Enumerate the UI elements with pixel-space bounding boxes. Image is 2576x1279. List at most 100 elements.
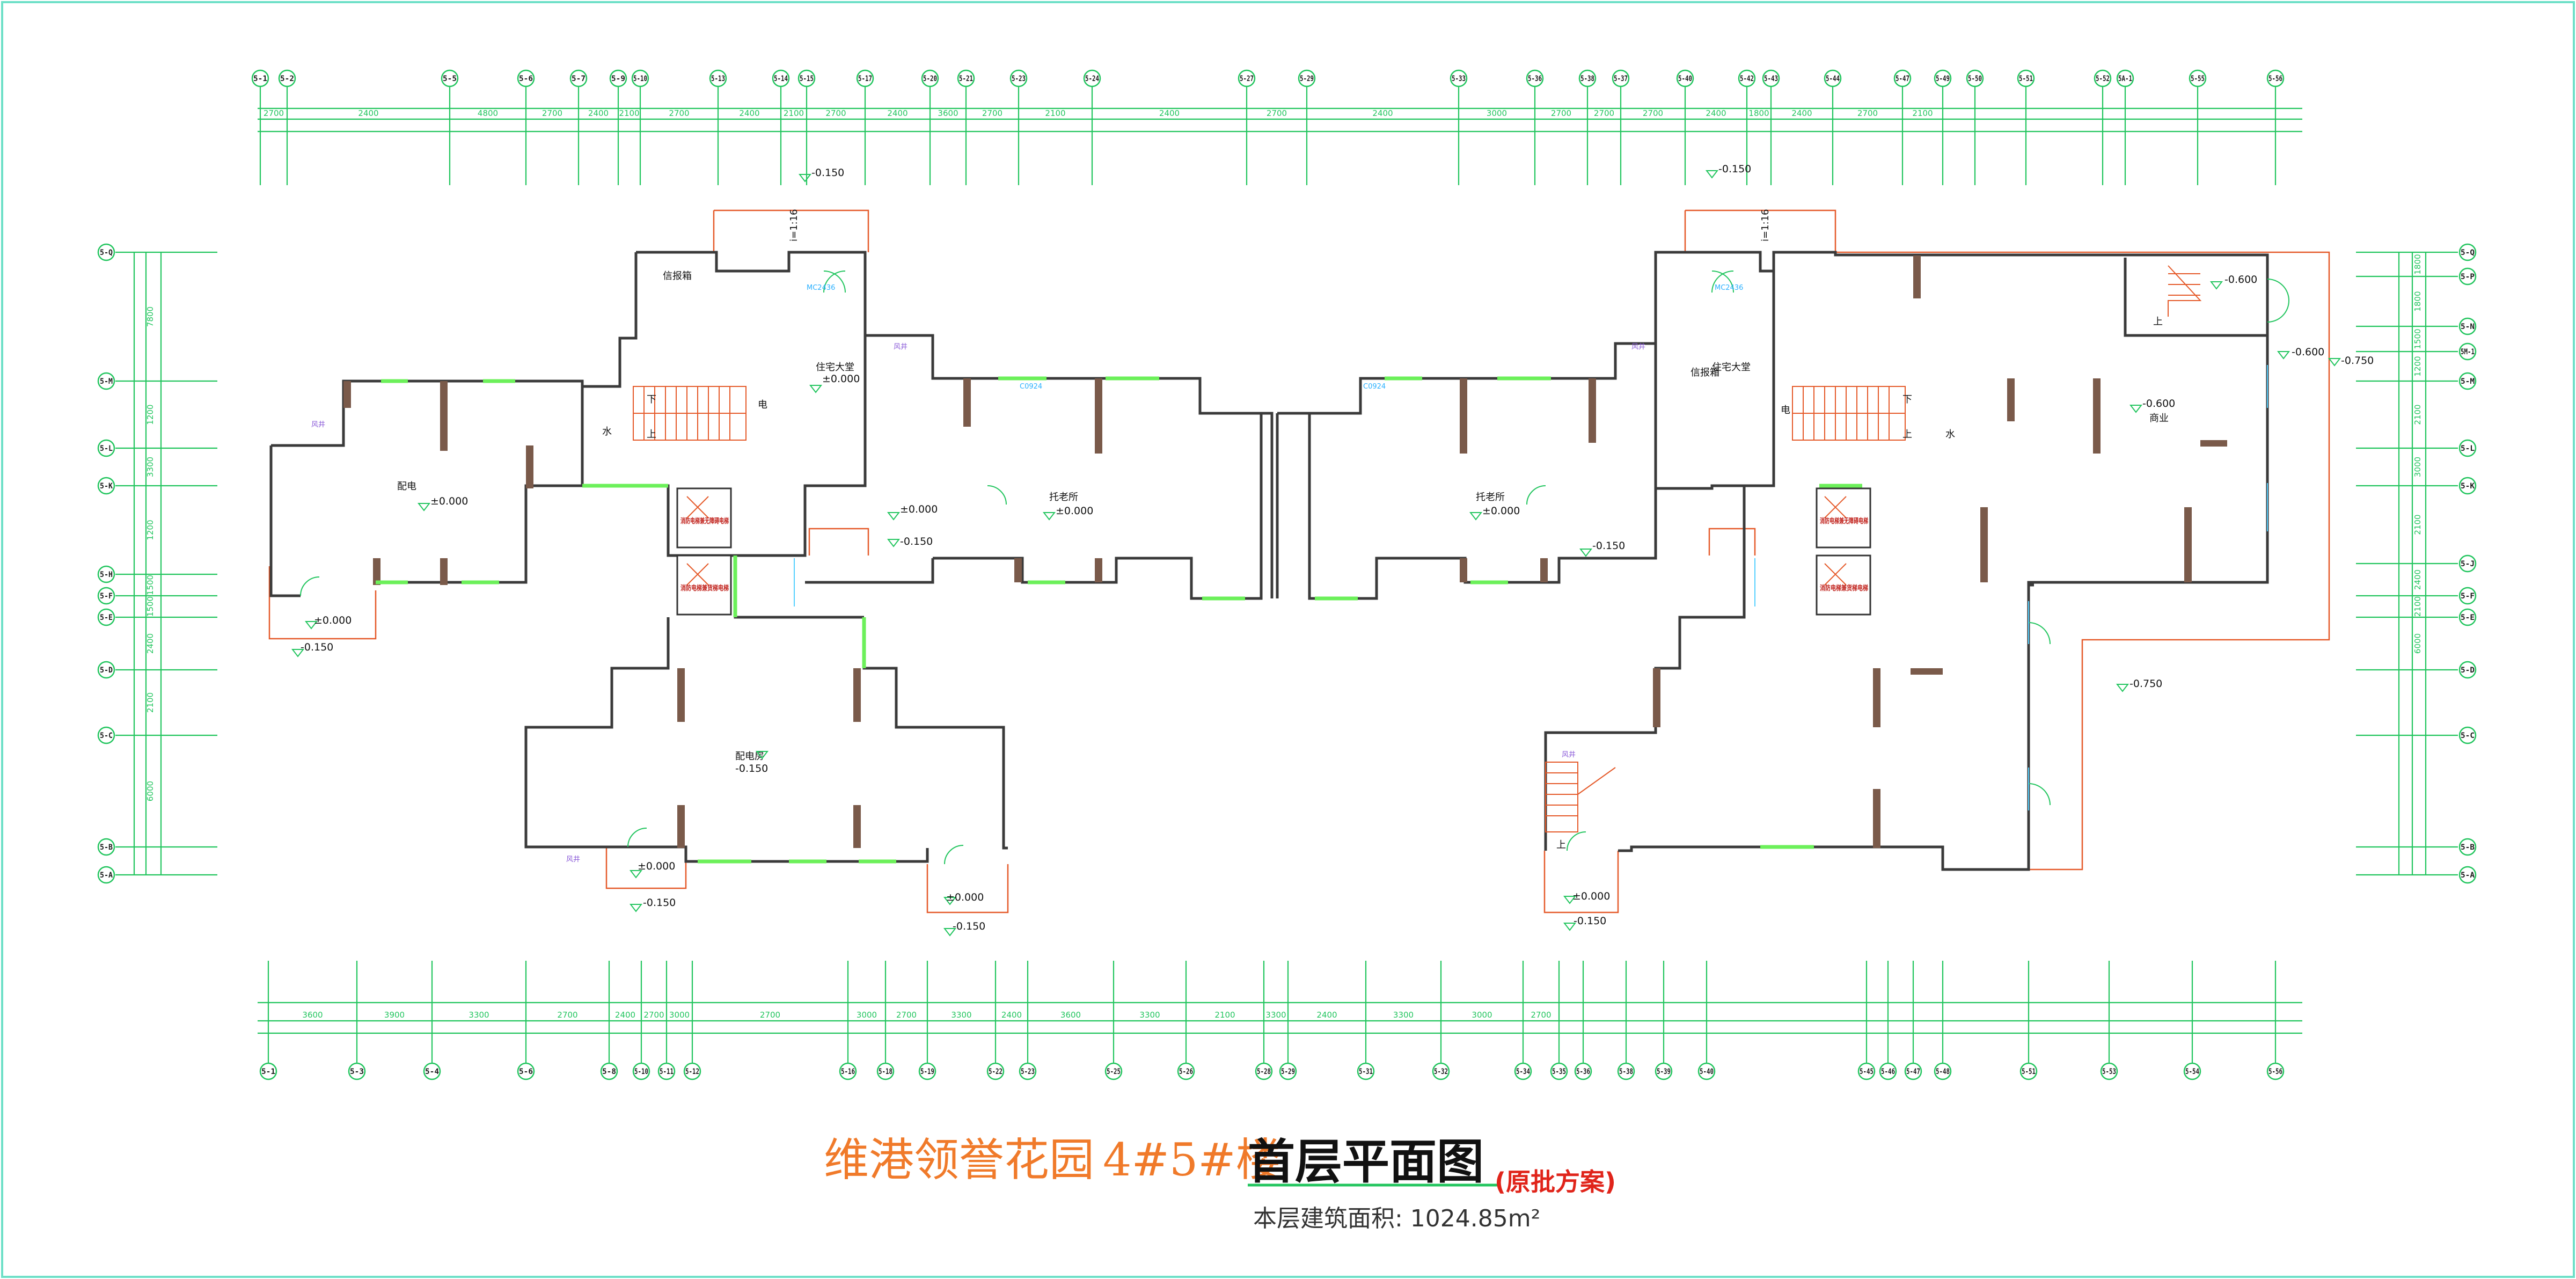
dimension-label-top: 2700 — [982, 108, 1002, 118]
tag-fj-3: 风井 — [566, 856, 580, 864]
level-markers: -0.150 -0.150 ±0.000 ±0.000 -0.150 ±0.00… — [291, 163, 2374, 937]
dimension-label-right: 6000 — [2413, 633, 2423, 654]
axis-bubble-bottom — [986, 1062, 1005, 1080]
axis-label-top: 5-1 — [253, 75, 267, 83]
axis-label-bottom: 5-4 — [425, 1068, 439, 1076]
axis-bubble-top — [278, 69, 296, 87]
dimension-label-top: 2100 — [619, 108, 639, 118]
axis-label-top: 5-40 — [1678, 75, 1692, 83]
stairs — [633, 265, 2202, 832]
axis-label-left: 5-Q — [100, 249, 113, 257]
axis-label-top: 5-49 — [1936, 75, 1950, 83]
axis-bubble-bottom — [918, 1062, 936, 1080]
axis-bubble-bottom — [2183, 1062, 2201, 1080]
dimension-label-right: 1500 — [2413, 328, 2423, 349]
axis-bubble-top — [1083, 69, 1101, 87]
tag-mc-left: MC2436 — [807, 284, 835, 292]
windows — [376, 376, 1862, 864]
water-right: 水 — [1945, 429, 1955, 440]
axis-label-top: 5-2 — [280, 75, 294, 83]
dimension-label-bottom: 3000 — [669, 1010, 690, 1020]
level-22: -0.600 — [2292, 346, 2324, 358]
dimension-label-top: 3000 — [1487, 108, 1507, 118]
axis-label-top: 5-17 — [858, 75, 872, 83]
room-labels: 配电 配电房 住宅大堂 托老所 托老所 住宅大堂 商业 消防电梯兼无障碍电梯 消… — [397, 271, 2169, 851]
axis-label-bottom: 5-56 — [2268, 1068, 2282, 1076]
dimension-label-bottom: 2700 — [557, 1010, 577, 1020]
axis-bubble-bottom — [1617, 1062, 1635, 1080]
dimension-label-top: 2700 — [825, 108, 846, 118]
dimension-label-top: 2400 — [887, 108, 908, 118]
axis-label-bottom: 5-35 — [1552, 1068, 1566, 1076]
level-18: -0.150 — [735, 763, 768, 774]
axis-bubble-bottom — [1019, 1062, 1037, 1080]
elevators — [676, 487, 1871, 616]
axis-label-top: 5-42 — [1740, 75, 1754, 83]
axis-label-bottom: 5-23 — [1021, 1068, 1035, 1076]
axis-label-top: 5-7 — [572, 75, 586, 83]
axis-bubble-left — [97, 726, 115, 744]
axis-label-left: 5-D — [100, 666, 113, 675]
axis-label-left: 5-E — [100, 613, 113, 622]
level-12: -0.150 — [643, 897, 676, 909]
axis-label-top: 5-51 — [2019, 75, 2033, 83]
tags: MC2436 MC2436 风井 风井 风井 风井 风井 C0924 C0924… — [311, 209, 1771, 864]
dimension-label-bottom: 3000 — [1472, 1010, 1492, 1020]
axis-label-top: 5-20 — [923, 75, 937, 83]
lift-label-1: 消防电梯兼无障碍电梯 — [680, 517, 729, 525]
water-left: 水 — [602, 426, 612, 437]
axis-bubble-bottom — [1177, 1062, 1195, 1080]
level-4: ±0.000 — [430, 495, 468, 507]
axis-label-top: 5-38 — [1580, 75, 1594, 83]
level-15: ±0.000 — [946, 891, 984, 903]
axis-bubble-bottom — [423, 1062, 441, 1080]
axis-label-top: 5-36 — [1528, 75, 1542, 83]
axis-bubble-top — [1238, 69, 1256, 87]
axis-label-left: 5-K — [100, 482, 113, 491]
axis-bubble-top — [1934, 69, 1952, 87]
dimension-label-top: 2100 — [784, 108, 804, 118]
dimension-label-right: 1800 — [2413, 291, 2423, 311]
walls-right-wing — [1276, 251, 2269, 871]
axis-label-bottom: 5-18 — [879, 1068, 892, 1076]
axis-label-left: 5-B — [100, 843, 113, 852]
dimension-label-top: 2700 — [1643, 108, 1663, 118]
axis-bubble-right — [2458, 267, 2477, 286]
dimension-label-right: 2100 — [2413, 596, 2423, 617]
axis-bubble-top — [251, 69, 269, 87]
dimension-label-right: 2100 — [2413, 404, 2423, 425]
axis-bubble-bottom — [1255, 1062, 1273, 1080]
axis-label-bottom: 5-16 — [841, 1068, 855, 1076]
project-name: 维港领誉花园 — [824, 1134, 1094, 1186]
ramp-slope-right: i=1:16 — [1760, 209, 1771, 242]
axis-bubble-left — [97, 866, 115, 884]
stair-up-right: 上 — [1902, 429, 1912, 440]
axis-bubble-left — [97, 243, 115, 261]
tag-fj-2: 风井 — [894, 343, 908, 351]
dimension-label-top: 2400 — [588, 108, 609, 118]
axis-bubble-bottom — [1879, 1062, 1897, 1080]
axis-bubble-top — [856, 69, 874, 87]
dimension-label-bottom: 2700 — [896, 1010, 917, 1020]
axis-label-top: 5-52 — [2096, 75, 2110, 83]
axis-bubble-bottom — [600, 1062, 618, 1080]
level-21: -0.750 — [2341, 355, 2374, 367]
axis-bubble-left — [97, 587, 115, 605]
dimension-label-right: 2400 — [2413, 569, 2423, 590]
axis-label-bottom: 5-38 — [1619, 1068, 1633, 1076]
dimension-label-left: 2100 — [145, 692, 155, 713]
dimension-label-top: 2400 — [1159, 108, 1180, 118]
axis-bubble-top — [1578, 69, 1597, 87]
axis-label-bottom: 5-53 — [2102, 1068, 2116, 1076]
room-eldercare-left: 托老所 — [1049, 492, 1078, 503]
level-6: ±0.000 — [900, 503, 938, 515]
axis-bubble-bottom — [517, 1062, 535, 1080]
axis-bubble-top — [772, 69, 790, 87]
dimension-label-left: 1200 — [145, 520, 155, 540]
axis-label-bottom: 5-46 — [1881, 1068, 1895, 1076]
dimension-label-bottom: 3600 — [1060, 1010, 1081, 1020]
level-3: ±0.000 — [822, 373, 860, 385]
axis-bubble-top — [441, 69, 459, 87]
